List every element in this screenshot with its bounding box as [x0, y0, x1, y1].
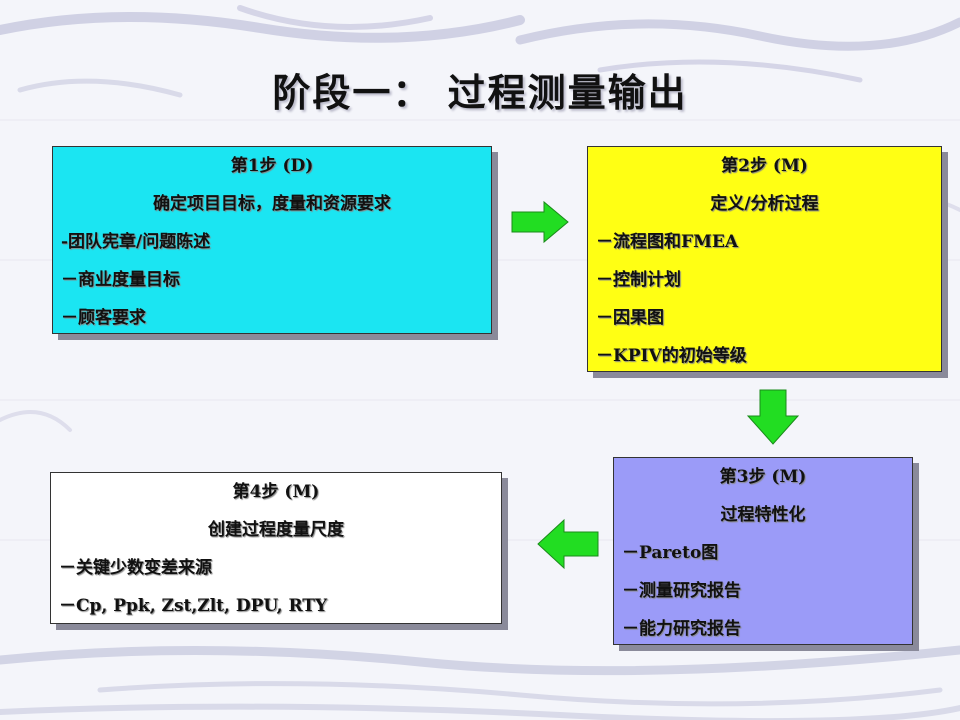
step1-box: 第1步 (D) 确定项目目标，度量和资源要求 -团队宪章/问题陈述 －商业度量目…: [52, 146, 492, 334]
step4-heading: 第4步 (M): [232, 482, 320, 502]
step2-item: －控制计划: [596, 270, 681, 290]
step1-subtitle: 确定项目目标，度量和资源要求: [153, 194, 391, 214]
step3-heading: 第3步 (M): [719, 467, 807, 487]
step3-item: －Pareto图: [622, 543, 719, 563]
step1-heading: 第1步 (D): [230, 156, 314, 176]
arrow-right-icon: [511, 200, 569, 244]
step1-item: -团队宪章/问题陈述: [61, 232, 211, 252]
step2-box: 第2步 (M) 定义/分析过程 －流程图和FMEA －控制计划 －因果图 －KP…: [587, 146, 942, 372]
step4-subtitle: 创建过程度量尺度: [208, 520, 344, 540]
step2-item: －流程图和FMEA: [596, 232, 739, 252]
step4-box: 第4步 (M) 创建过程度量尺度 －关键少数变差来源 －Cp, Ppk, Zst…: [50, 472, 502, 624]
step4-item: －Cp, Ppk, Zst,Zlt, DPU, RTY: [59, 596, 328, 616]
slide-title: 阶段一： 过程测量输出: [272, 71, 688, 115]
step3-box: 第3步 (M) 过程特性化 －Pareto图 －测量研究报告 －能力研究报告: [613, 457, 913, 645]
step1-item: －顾客要求: [61, 308, 146, 328]
step1-item: －商业度量目标: [61, 270, 180, 290]
step3-item: －能力研究报告: [622, 619, 741, 639]
step2-item: －因果图: [596, 308, 664, 328]
step3-item: －测量研究报告: [622, 581, 741, 601]
arrow-left-icon: [537, 518, 599, 570]
step2-subtitle: 定义/分析过程: [710, 194, 819, 214]
step3-subtitle: 过程特性化: [720, 505, 806, 525]
arrow-down-icon: [746, 389, 800, 445]
step2-item: －KPIV的初始等级: [596, 346, 747, 366]
step2-heading: 第2步 (M): [721, 156, 808, 176]
step4-item: －关键少数变差来源: [59, 558, 212, 578]
